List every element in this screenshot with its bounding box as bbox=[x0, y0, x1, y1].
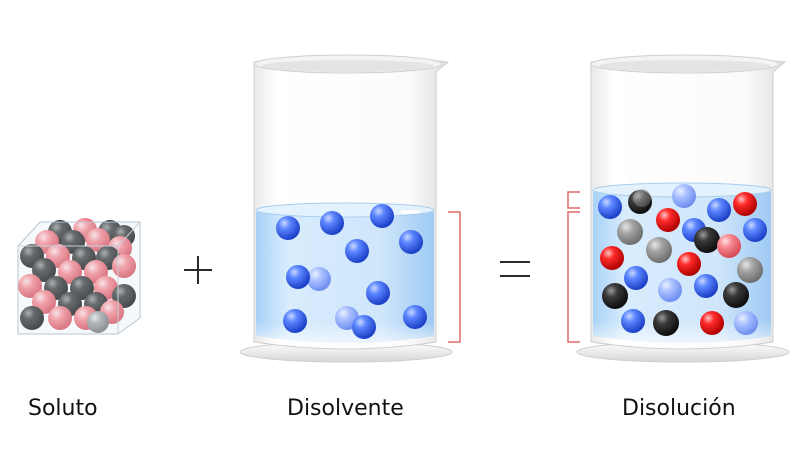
solvent-particle bbox=[307, 267, 331, 291]
solute-particle bbox=[32, 258, 56, 282]
solute-particle bbox=[20, 306, 44, 330]
solute-particle bbox=[87, 311, 109, 333]
solution-particles bbox=[598, 184, 767, 336]
solution-particle bbox=[677, 252, 701, 276]
beaker-rim-inner bbox=[262, 60, 434, 72]
solvent-particle bbox=[286, 265, 310, 289]
solution-particle bbox=[653, 310, 679, 336]
solution-particle bbox=[743, 218, 767, 242]
solution-particle bbox=[694, 227, 720, 253]
water-shine bbox=[256, 206, 434, 343]
solvent-particle bbox=[370, 204, 394, 228]
solution-label: Disolución bbox=[622, 396, 736, 421]
solvent-label: Disolvente bbox=[287, 396, 404, 421]
beaker-rim-inner bbox=[599, 60, 771, 72]
solvent-particles bbox=[276, 204, 427, 339]
solute-particle bbox=[48, 306, 72, 330]
solute-particle bbox=[18, 274, 42, 298]
solution-particle bbox=[617, 219, 643, 245]
solvent-particle bbox=[345, 239, 369, 263]
solution-particle bbox=[707, 198, 731, 222]
solvent-bracket bbox=[448, 211, 461, 343]
solution-particle bbox=[658, 278, 682, 302]
solvent-particle bbox=[403, 305, 427, 329]
solution-particle bbox=[633, 189, 651, 207]
solute-share-bracket bbox=[567, 191, 580, 209]
solution-particle bbox=[624, 266, 648, 290]
solution-particle bbox=[700, 311, 724, 335]
solution-particle bbox=[694, 274, 718, 298]
solute-crystal bbox=[17, 218, 141, 335]
solution-particle bbox=[723, 282, 749, 308]
solute-label: Soluto bbox=[28, 396, 98, 421]
solvent-share-bracket bbox=[567, 211, 580, 343]
operator-plus bbox=[184, 256, 212, 284]
solution-particle bbox=[602, 283, 628, 309]
crystal-glass bbox=[17, 221, 141, 335]
solution-particle bbox=[600, 246, 624, 270]
solvent-particle bbox=[399, 230, 423, 254]
solution-particle bbox=[737, 257, 763, 283]
solvent-particle bbox=[276, 216, 300, 240]
solvent-particle bbox=[366, 281, 390, 305]
solution-particle bbox=[656, 208, 680, 232]
solution-particle bbox=[672, 184, 696, 208]
solvent-particle bbox=[352, 315, 376, 339]
water-surface bbox=[255, 202, 435, 218]
solution-particle bbox=[734, 311, 758, 335]
solvent-particle bbox=[320, 211, 344, 235]
operator-equals bbox=[500, 261, 530, 277]
solvent-particle bbox=[283, 309, 307, 333]
solution-particle bbox=[717, 234, 741, 258]
solution-particle bbox=[646, 237, 672, 263]
solution-particle bbox=[733, 192, 757, 216]
solution-particle bbox=[621, 309, 645, 333]
solution-particle bbox=[598, 195, 622, 219]
